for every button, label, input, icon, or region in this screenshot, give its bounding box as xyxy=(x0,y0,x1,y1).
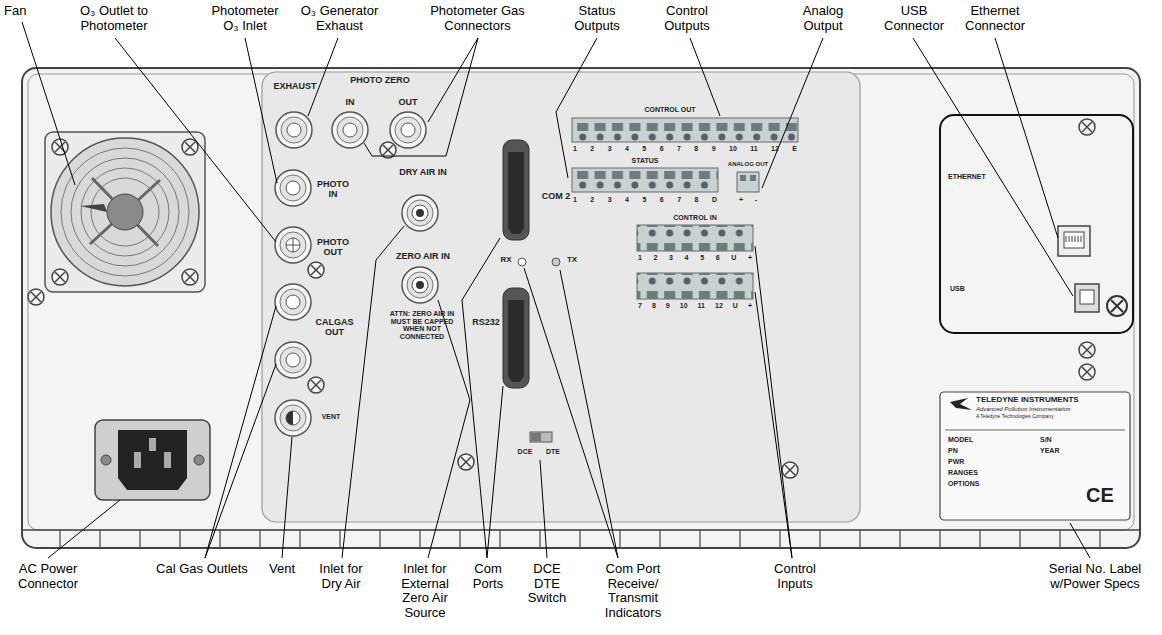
node-text: A Teledyne Technologies Company xyxy=(976,414,1054,420)
panel-marking: CALGAS OUT xyxy=(312,318,357,338)
panel-marking: ZERO AIR IN xyxy=(388,252,458,262)
panel-marking: VENT xyxy=(316,413,346,421)
callout-label: O₃ Outlet to Photometer xyxy=(64,4,164,33)
callout-label: Fan xyxy=(4,4,44,19)
callout-label: USB Connector xyxy=(878,4,950,33)
node-text: USB xyxy=(950,285,965,293)
panel-marking: ATTN: ZERO AIR IN MUST BE CAPPED WHEN NO… xyxy=(387,310,457,341)
pin-numbers: 7 8 9 10 11 12 U + xyxy=(638,302,752,310)
panel-marking: DCE xyxy=(515,448,535,456)
callout-label: Analog Output xyxy=(790,4,856,33)
connector-panel: ETHERNET USB xyxy=(940,115,1133,333)
serial-label-plate: TELEDYNE INSTRUMENTSAdvanced Pollution I… xyxy=(940,392,1130,520)
node-text: PWR xyxy=(948,458,964,466)
pin-numbers: 1 2 3 4 5 6 7 8 9 10 11 12 E xyxy=(573,145,797,153)
node-text: CE xyxy=(1086,484,1114,506)
node-text: TELEDYNE INSTRUMENTS xyxy=(976,396,1079,405)
callout-label: Vent xyxy=(262,562,302,577)
node-text: PN xyxy=(948,447,958,455)
panel-marking: TX xyxy=(563,256,581,265)
callout-label: Control Outputs xyxy=(652,4,722,33)
pin-numbers: 1 2 3 4 5 6 U + xyxy=(638,254,752,262)
panel-marking: COM 2 xyxy=(536,192,576,202)
callout-label: Inlet for Dry Air xyxy=(308,562,374,591)
panel-marking: PHOTO OUT xyxy=(312,238,354,258)
callout-label: Status Outputs xyxy=(562,4,632,33)
callout-label: O₃ Generator Exhaust xyxy=(292,4,387,33)
panel-marking: RS232 xyxy=(470,318,502,328)
node-text: ETHERNET xyxy=(948,173,986,181)
callout-label: Photometer O₃ Inlet xyxy=(205,4,285,33)
callout-label: Com Port Receive/ Transmit Indicators xyxy=(588,562,678,620)
panel-marking: PHOTO ZERO xyxy=(335,76,425,86)
callout-label: Control Inputs xyxy=(765,562,825,591)
panel-marking: PHOTO IN xyxy=(312,180,354,200)
callout-label: Photometer Gas Connectors xyxy=(420,4,535,33)
node-text: RANGES xyxy=(948,469,978,477)
panel-marking: ANALOG OUT xyxy=(718,161,778,168)
callout-label: Cal Gas Outlets xyxy=(150,562,254,577)
panel-marking: STATUS xyxy=(620,157,670,165)
node-text: Advanced Pollution Instrumentation xyxy=(976,406,1070,413)
node-text: OPTIONS xyxy=(948,480,980,488)
callout-label: AC Power Connector xyxy=(2,562,94,591)
node-text: S/N xyxy=(1040,436,1052,444)
node-text: MODEL xyxy=(948,436,973,444)
pin-numbers: 1 2 3 4 5 6 7 8 D xyxy=(573,196,717,204)
callout-label: Inlet for External Zero Air Source xyxy=(392,562,458,620)
callout-label: Com Ports xyxy=(466,562,510,591)
panel-marking: RX xyxy=(497,256,515,265)
panel-marking: OUT xyxy=(393,98,423,108)
callout-label: DCE DTE Switch xyxy=(522,562,572,606)
callout-label: Serial No. Label w/Power Specs xyxy=(1036,562,1154,591)
panel-marking: CONTROL IN xyxy=(655,214,735,222)
panel-marking: CONTROL OUT xyxy=(630,106,710,114)
panel-marking: DRY AIR IN xyxy=(388,168,458,178)
callout-label: Ethernet Connector xyxy=(955,4,1035,33)
node-text: YEAR xyxy=(1040,447,1059,455)
panel-marking: EXHAUST xyxy=(270,82,320,92)
pin-numbers: + - xyxy=(739,196,757,204)
panel-marking: IN xyxy=(335,98,365,108)
panel-marking: DTE xyxy=(543,448,563,456)
